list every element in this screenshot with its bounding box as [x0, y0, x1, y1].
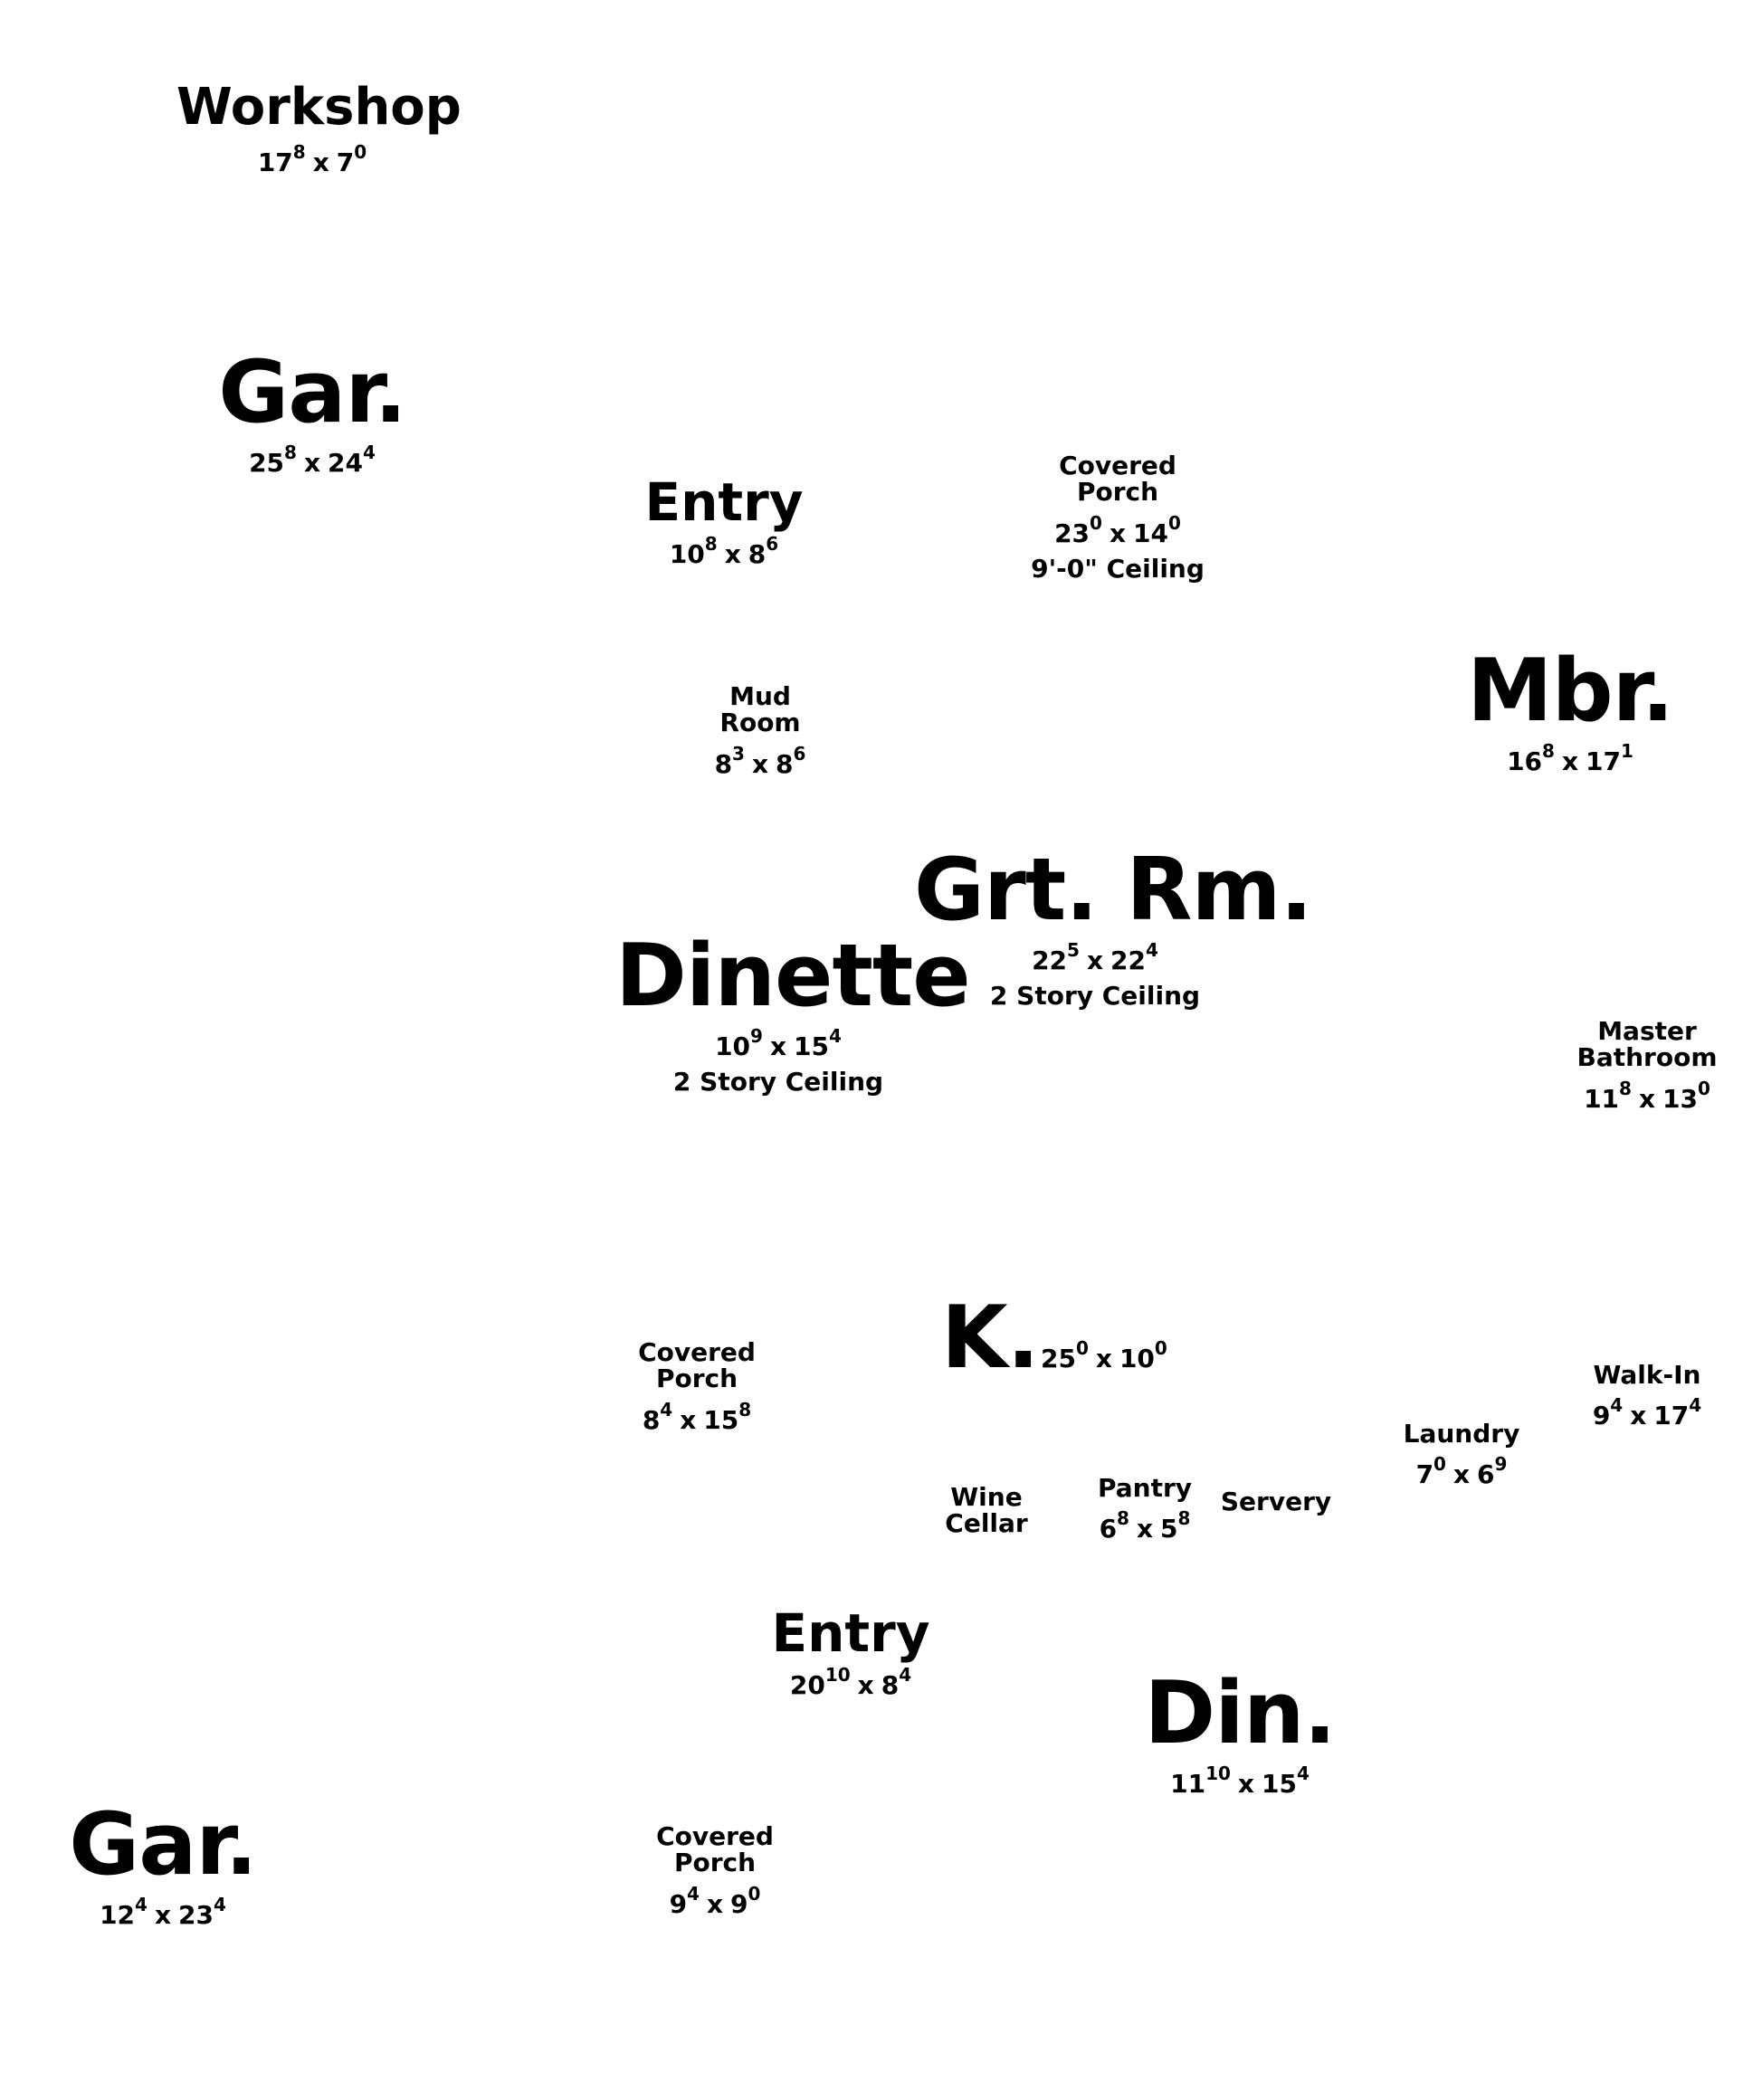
- room-name-line2: Porch: [673, 1848, 757, 1878]
- room-wine-cellar: Wine Cellar: [923, 1484, 1050, 1537]
- room-name: Dinette: [615, 926, 971, 1026]
- room-name-line1: Master: [1597, 1016, 1697, 1046]
- room-name: Mbr.: [1467, 641, 1674, 741]
- room-name-line2: Room: [719, 708, 801, 738]
- room-name-line1: Mud: [729, 681, 791, 711]
- room-name: K.: [941, 1288, 1040, 1388]
- room-name: Entry: [771, 1602, 930, 1664]
- room-name: Entry: [644, 471, 804, 533]
- room-ceiling-note: 2 Story Ceiling: [672, 1067, 884, 1098]
- room-name: Pantry: [1097, 1473, 1193, 1503]
- room-name: Din.: [1144, 1664, 1336, 1763]
- room-ceiling-note: 2 Story Ceiling: [989, 981, 1201, 1012]
- room-name-line2: Bathroom: [1576, 1042, 1718, 1073]
- room-name: Gar.: [69, 1795, 257, 1895]
- room-name-line2: Porch: [655, 1364, 738, 1394]
- room-name-line1: Covered: [656, 1821, 774, 1851]
- room-name-line2: Porch: [1076, 477, 1159, 508]
- room-ceiling-note: 9'-0" Ceiling: [1031, 554, 1205, 584]
- room-name-line1: Covered: [1059, 451, 1176, 480]
- room-name: Grt. Rm.: [914, 841, 1313, 940]
- room-name: Gar.: [218, 343, 406, 442]
- room-name: Workshop: [176, 78, 462, 137]
- room-name: Servery: [1220, 1487, 1332, 1516]
- room-servery: Servery: [1213, 1487, 1339, 1516]
- room-name-line1: Wine: [950, 1482, 1023, 1512]
- room-kitchen: K.: [941, 1288, 1040, 1388]
- room-name-line1: Covered: [638, 1337, 756, 1367]
- room-name-line2: Cellar: [945, 1508, 1028, 1539]
- room-name: Laundry: [1403, 1419, 1520, 1449]
- room-name: Walk-In: [1593, 1360, 1701, 1390]
